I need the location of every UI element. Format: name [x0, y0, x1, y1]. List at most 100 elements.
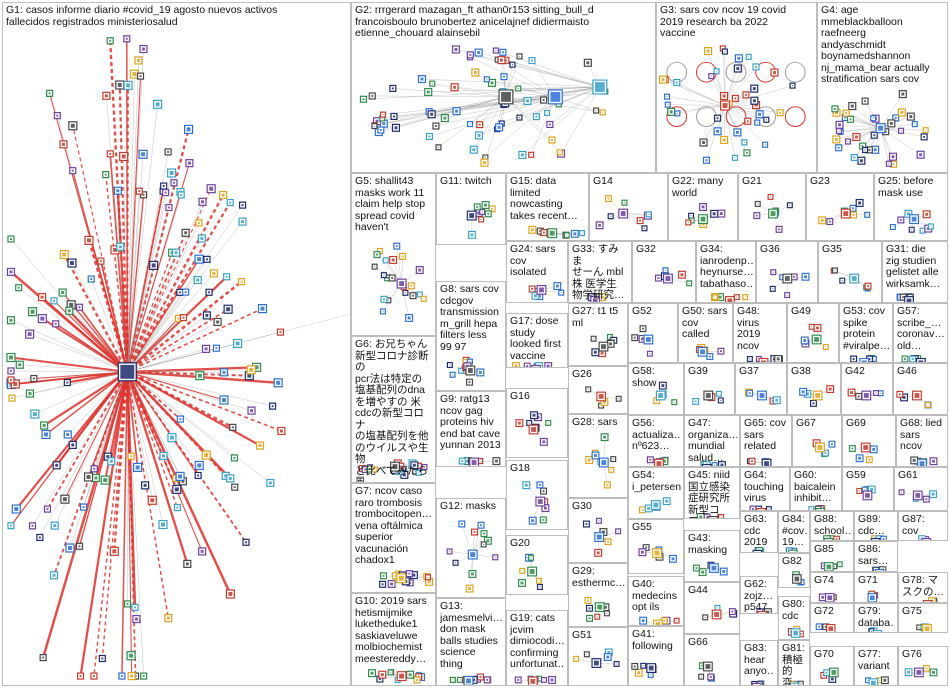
- group-g79: G79: databa…: [854, 603, 898, 633]
- group-g35-label: G35: [822, 244, 879, 256]
- group-g32-label: G32: [636, 244, 693, 256]
- group-g85-label: G85: [814, 544, 851, 556]
- group-g26-label: G26: [572, 369, 625, 381]
- group-g89: G89: cdc…: [854, 511, 898, 541]
- group-g38-label: G38: [791, 366, 838, 378]
- group-g44: G44: [684, 582, 740, 634]
- group-g36: G36: [756, 241, 818, 303]
- group-g52: G52: [628, 303, 678, 363]
- group-g9: G9: ratg13 ncov gag proteins hiv end bat…: [436, 391, 506, 467]
- group-g10: G10: 2019 sars hetismijmike luketheduke1…: [351, 593, 436, 686]
- g1-edge: [127, 49, 143, 372]
- group-g43: G43: masking: [684, 530, 740, 582]
- group-g72-label: G72: [814, 606, 851, 618]
- group-g76: G76: [898, 646, 948, 686]
- group-g77-label: G77: variant: [858, 649, 895, 672]
- loop-edge: [785, 62, 805, 82]
- group-g12-graph: [437, 499, 505, 597]
- group-g84: G84: #cov… 19…: [778, 511, 810, 553]
- group-g15: G15: data limited nowcasting takes recen…: [506, 173, 589, 241]
- group-g83: G83: hear anyo…: [740, 640, 778, 686]
- g1-edge: [64, 255, 127, 372]
- hub-node: [871, 539, 879, 540]
- group-g67: G67: [792, 415, 842, 467]
- hub-node: [532, 366, 541, 367]
- group-g21: G21: [738, 173, 806, 241]
- group-g64: G64: touching virus: [740, 467, 790, 511]
- group-g76-label: G76: [902, 649, 945, 661]
- group-g56-label: G56: actualiza… nº623…: [632, 418, 681, 453]
- group-g1-label: G1: casos informe diario #covid_19 agost…: [6, 5, 348, 28]
- group-g89-label: G89: cdc…: [858, 514, 895, 537]
- group-g22-label: G22: many world: [672, 176, 735, 199]
- group-g55: G55: [628, 519, 684, 574]
- g1-edge: [127, 367, 256, 371]
- group-g87-label: G87: cov: [902, 514, 945, 537]
- group-g4: G4: age mmeblackballoon raefneerg andyas…: [817, 2, 948, 173]
- edge: [561, 87, 600, 154]
- group-g29: G29: esthermc…: [568, 563, 628, 627]
- group-g2-label: G2: rrrgerard mazagan_ft athan0r153 sitt…: [355, 5, 653, 40]
- group-g82: G82: [778, 553, 810, 588]
- group-g61: G61: [894, 467, 948, 511]
- group-g23: G23: [806, 173, 874, 241]
- hub-node: [873, 631, 881, 632]
- group-g8-label: G8: sars cov cdcgov transmission m_grill…: [440, 284, 503, 353]
- group-g58-label: G58: show: [632, 366, 681, 389]
- group-g7-label: G7: ncov caso raro trombosis trombocitop…: [355, 486, 433, 567]
- group-g67-label: G67: [796, 418, 839, 430]
- group-g13-label: G13: jamesmelvi… don mask balls studies …: [440, 601, 503, 670]
- hub-node: [824, 539, 832, 540]
- group-g78: G78: マ スクの…: [898, 572, 948, 603]
- group-g40: G40: medecins opt ils: [628, 576, 684, 626]
- g1-edge: [43, 372, 127, 658]
- group-g59: G59: [842, 467, 894, 511]
- group-g48: G48: virus 2019 ncov: [733, 303, 787, 363]
- group-g48-label: G48: virus 2019 ncov: [737, 306, 784, 352]
- group-g47-label: G47: organiza… mundial salud…: [688, 418, 737, 464]
- group-g85: G85: [810, 541, 854, 572]
- group-g27-label: G27: t1 t5 ml: [572, 306, 625, 329]
- group-g60: G60: baicalein inhibit…: [790, 467, 842, 511]
- hub-node: [789, 550, 797, 552]
- group-g36-label: G36: [760, 244, 815, 256]
- group-g33: G33: すみま せーん mbl 株 医学生 物学研究…: [568, 241, 632, 303]
- group-g74-label: G74: [814, 575, 851, 587]
- group-g17-label: G17: dose study looked first vaccine: [510, 316, 565, 362]
- group-g14: G14: [589, 173, 668, 241]
- group-g42: G42: [841, 363, 893, 415]
- group-g51: G51: [568, 627, 628, 686]
- hub-node: [752, 683, 761, 685]
- group-g20: G20: [506, 535, 568, 595]
- group-g49-label: G49: [791, 306, 836, 318]
- hub-node: [875, 570, 883, 571]
- group-g13: G13: jamesmelvi… don mask balls studies …: [436, 598, 506, 686]
- group-g17: G17: dose study looked first vaccine: [506, 313, 568, 368]
- group-g26: G26: [568, 366, 628, 414]
- group-g20-label: G20: [510, 538, 565, 550]
- group-g46: G46: [893, 363, 948, 415]
- group-g15-label: G15: data limited nowcasting takes recen…: [510, 176, 586, 222]
- group-g8: G8: sars cov cdcgov transmission m_grill…: [436, 281, 506, 391]
- group-g87: G87: cov: [898, 511, 948, 541]
- group-g75-label: G75: [902, 606, 945, 618]
- edge: [372, 96, 506, 97]
- group-g77: G77: variant: [854, 646, 898, 686]
- group-g37: G37: [735, 363, 787, 415]
- group-g19: G19: cats jcvim dimiocodi… confirming un…: [506, 610, 568, 686]
- group-g68: G68: lied sars ncov: [896, 415, 948, 467]
- group-g70: G70: [810, 646, 854, 686]
- group-g45-label: G45: niid 国立感染 症研究所 新型コロ…: [688, 470, 737, 519]
- group-g40-label: G40: medecins opt ils: [632, 579, 681, 614]
- group-g63-label: G63: cdc 2019: [744, 514, 775, 549]
- group-g52-label: G52: [632, 306, 675, 318]
- group-g82-label: G82: [782, 556, 807, 568]
- group-g1: G1: casos informe diario #covid_19 agost…: [2, 2, 351, 686]
- edge: [668, 105, 725, 106]
- group-g54: G54: i_petersen: [628, 467, 684, 519]
- group-g58: G58: show: [628, 363, 684, 415]
- group-g51-label: G51: [572, 630, 625, 642]
- group-g80-label: G80: cdc: [782, 599, 807, 622]
- group-g62: G62: zojz… p547: [740, 576, 778, 614]
